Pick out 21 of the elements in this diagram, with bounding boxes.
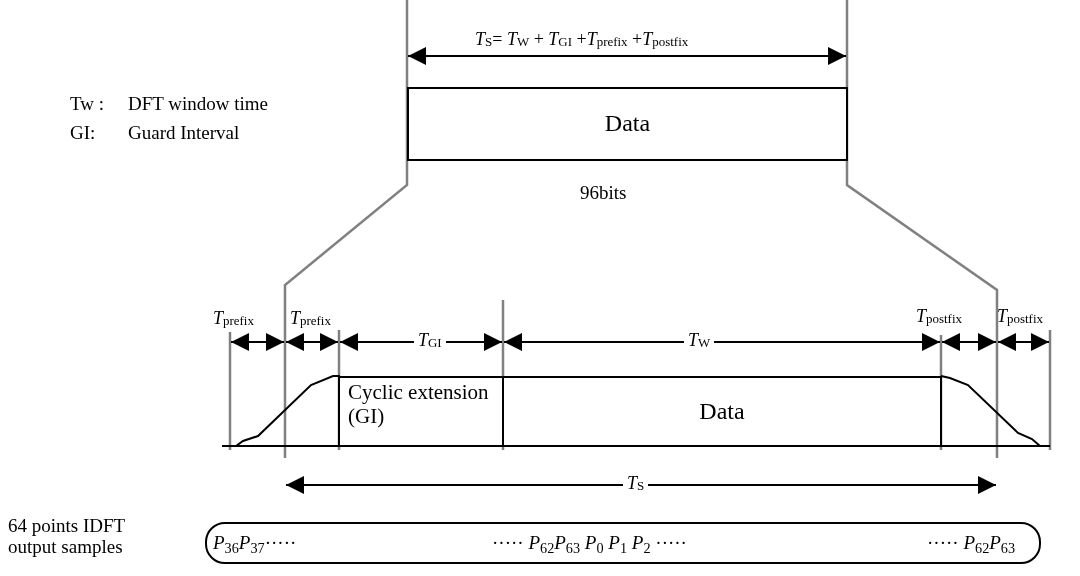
text-label: GI: (70, 123, 96, 144)
sample-text: ····· P$_{62}$P$_{63}$ P$_{0}$ P$_{1}$ P$_{2}$ ····· (492, 532, 687, 556)
sample-text: P$_{36}$P$_{37}$····· (213, 532, 297, 556)
bit-count-label: 96bits (580, 183, 627, 204)
text-label: 64 points IDFT output samples (8, 516, 126, 558)
sample-sequence-bar (205, 522, 1041, 564)
text-label: Guard Interval (128, 123, 240, 144)
block-label: Cyclic extension (GI) (347, 379, 490, 429)
sample-text: ····· P$_{62}$P$_{63}$ (927, 532, 1016, 556)
text-label: T$_{S}$= T$_{W}$ + T$_{GI}$ +T$_{prefix}$ +T$_{postfix}$ (475, 30, 689, 50)
data-block (502, 376, 942, 447)
text-label: Tw : (70, 94, 105, 115)
guard-interval-block (338, 376, 504, 447)
text-label: T$_{prefix}$ (290, 309, 331, 329)
block-label: Data (604, 110, 651, 138)
data-block (407, 87, 848, 161)
block-label: Data (699, 397, 745, 426)
text-label: T$_{postfix}$ (916, 307, 962, 327)
text-label: T$_{prefix}$ (213, 309, 254, 329)
text-label: DFT window time (128, 94, 269, 115)
text-label: T$_{postfix}$ (997, 307, 1043, 327)
